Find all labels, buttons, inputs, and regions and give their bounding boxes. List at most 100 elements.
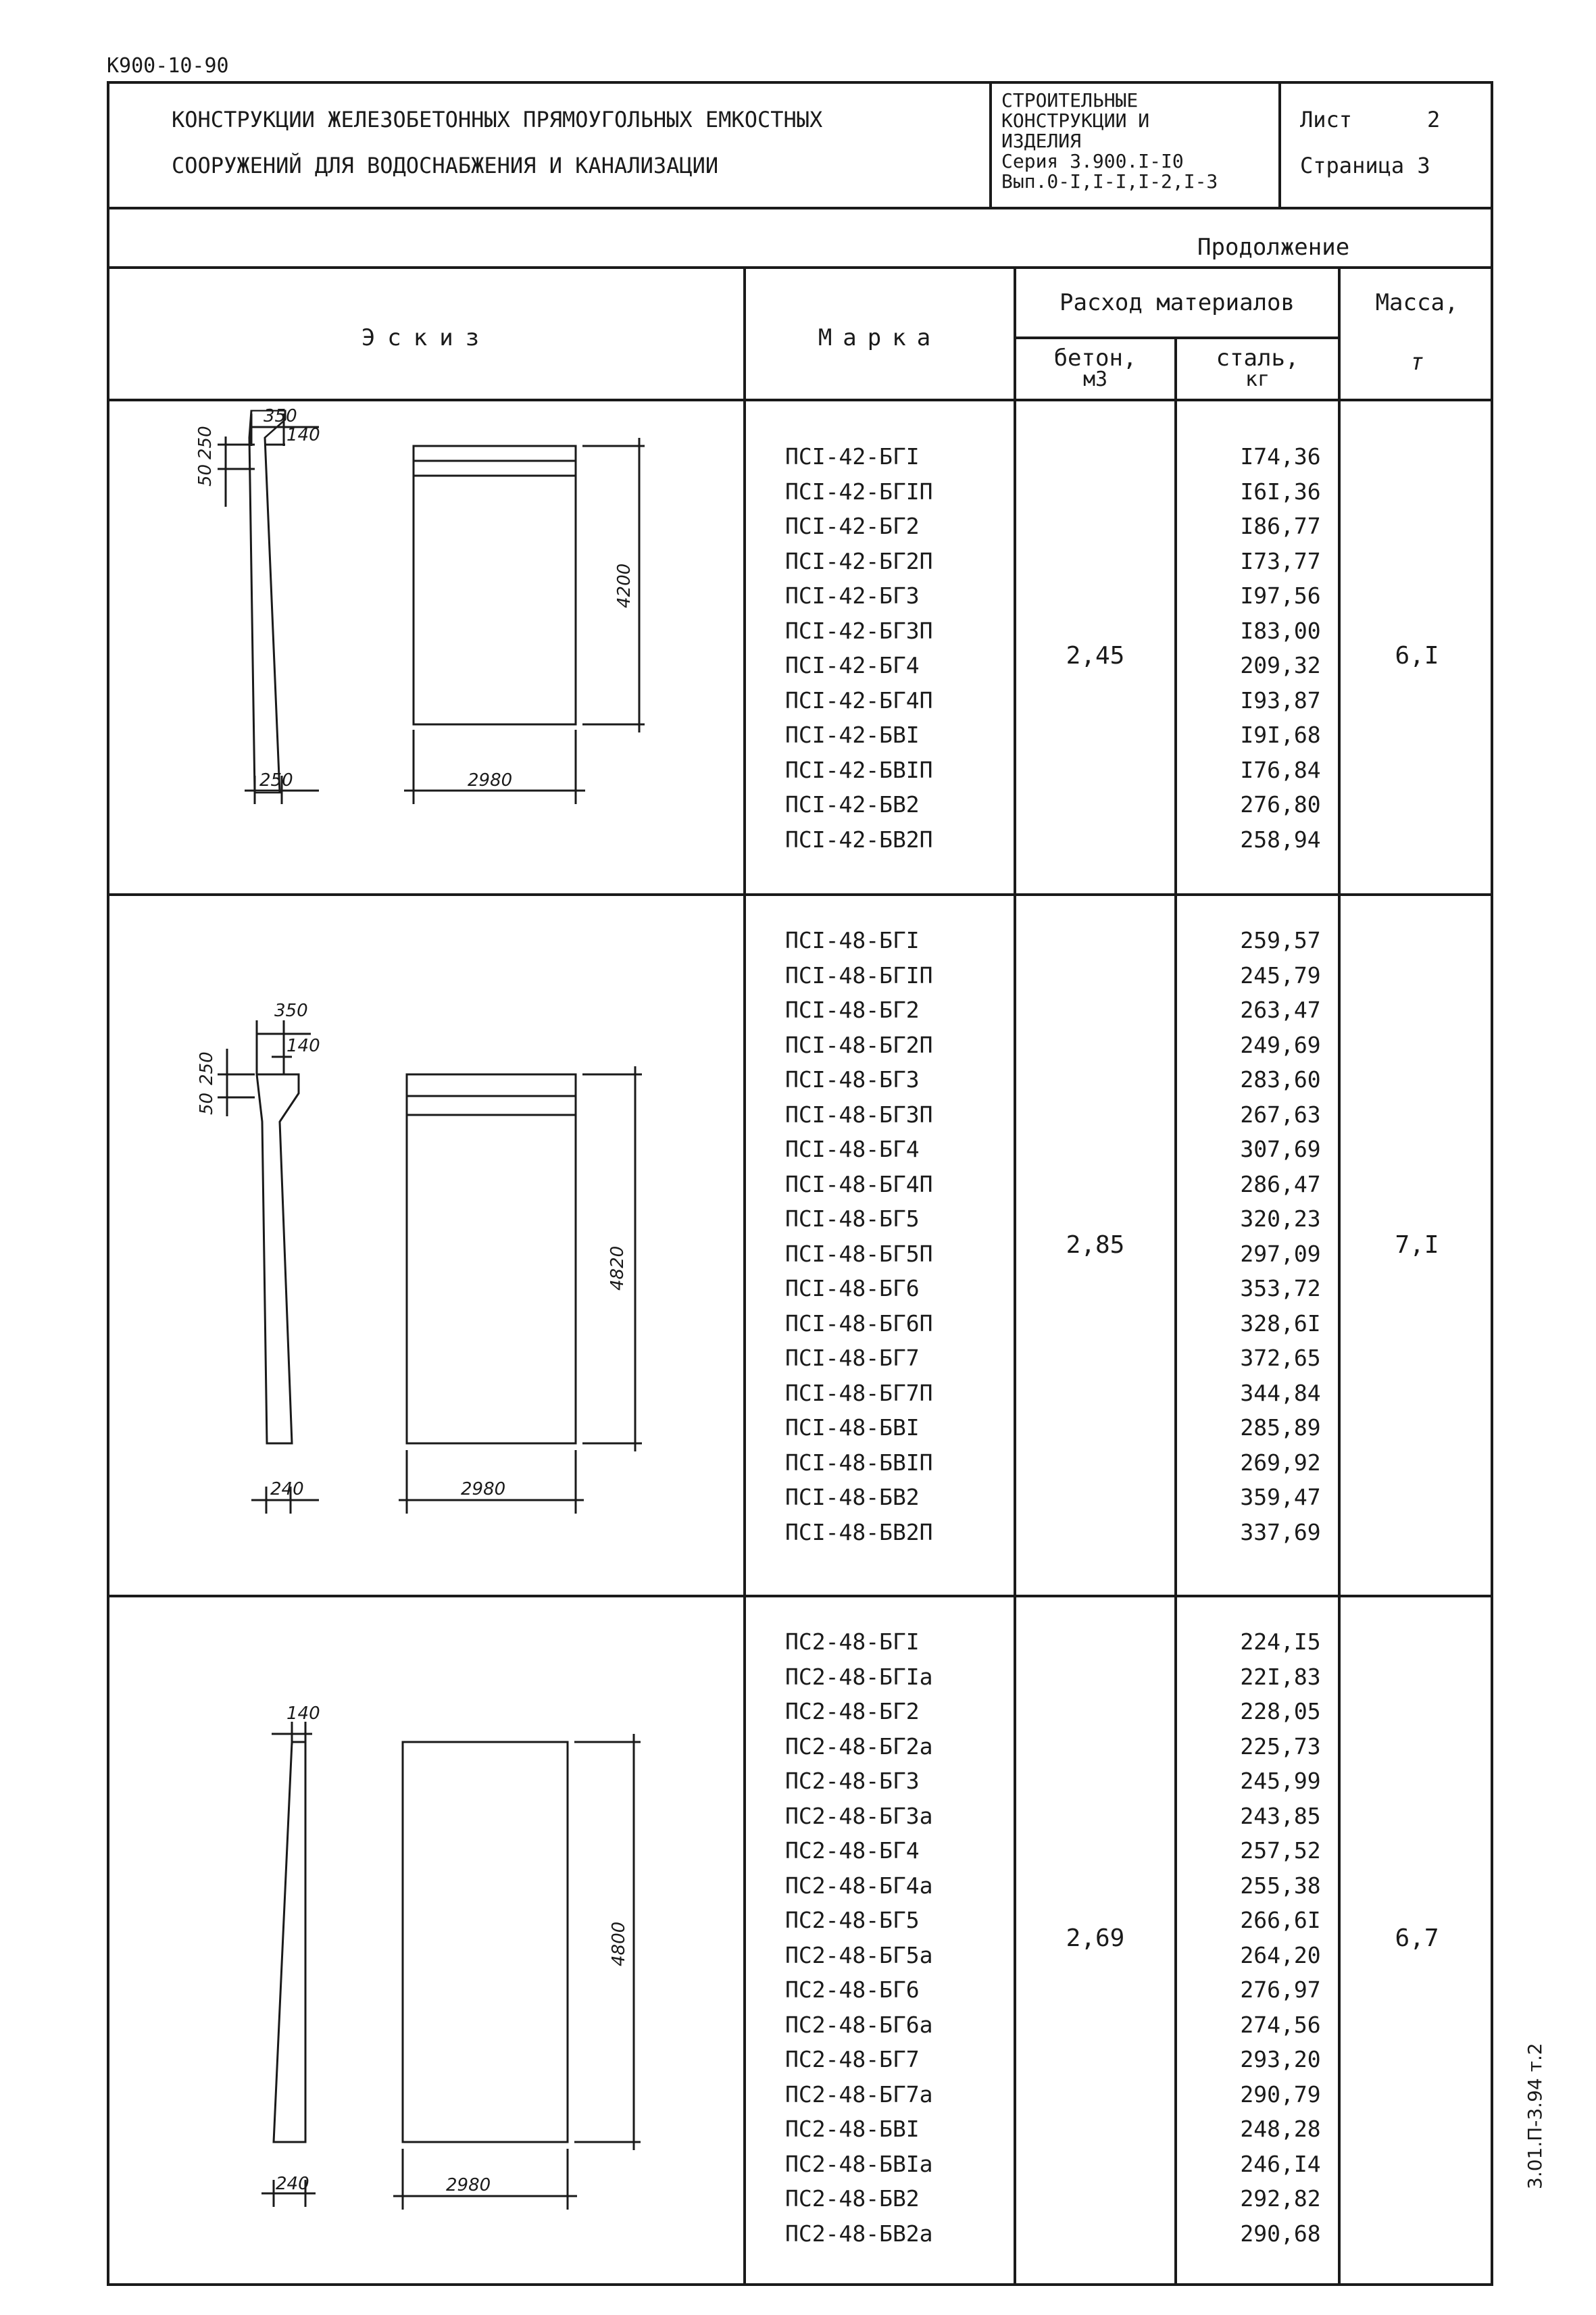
- steel-cell: 255,38: [1240, 1872, 1321, 1899]
- concrete-value: 2,85: [1066, 1231, 1125, 1259]
- mark-cell: ПСI-48-БГ3П: [785, 1101, 933, 1128]
- panel-sketch: 350 140 250 50 4200 250 2980: [195, 406, 645, 804]
- concrete-unit: м3: [1082, 368, 1108, 391]
- mark-cell: ПСI-48-БГ6П: [785, 1310, 933, 1337]
- steel-cell: 209,32: [1240, 652, 1321, 678]
- steel-list: I74,36 I6I,36 I86,77 I73,77 I97,56 I83,0…: [1203, 439, 1358, 857]
- mass-unit: т: [1410, 349, 1424, 376]
- mark-cell: ПСI-48-БГ2: [785, 997, 920, 1023]
- mark-cell: ПС2-48-БГ2: [785, 1698, 920, 1724]
- title-line-1: КОНСТРУКЦИИ ЖЕЛЕЗОБЕТОННЫХ ПРЯМОУГОЛЬНЫХ…: [172, 107, 823, 132]
- sketch-dimension: 350: [274, 1001, 308, 1021]
- mark-cell: ПСI-48-БВ2П: [785, 1518, 933, 1545]
- mass-value: 7,I: [1395, 1231, 1439, 1259]
- panel-section-drawing: [248, 409, 286, 794]
- header-rule: [109, 399, 1493, 401]
- steel-cell: 290,79: [1240, 2081, 1321, 2108]
- mark-cell: ПСI-42-БВ2: [785, 791, 920, 818]
- steel-list: 259,57 245,79 263,47 249,69 283,60 267,6…: [1203, 923, 1358, 1549]
- series-line: Серия 3.900.I-I0: [1001, 150, 1184, 172]
- steel-cell: 243,85: [1240, 1802, 1321, 1829]
- panel-elevation-drawing: [412, 445, 577, 726]
- concrete-value: 2,45: [1066, 642, 1125, 670]
- group-rule: [109, 1595, 1493, 1597]
- sketch-dimension: 4820: [607, 1246, 628, 1291]
- mark-cell: ПС2-48-БВ2: [785, 2185, 920, 2212]
- steel-cell: I76,84: [1240, 756, 1321, 783]
- steel-cell: I83,00: [1240, 617, 1321, 644]
- steel-cell: 274,56: [1240, 2011, 1321, 2038]
- mark-cell: ПС2-48-БВ2а: [785, 2220, 933, 2247]
- mark-cell: ПСI-42-БГ4П: [785, 687, 933, 714]
- sketch-column-header: Эскиз: [361, 324, 492, 351]
- panel-sketch: 140 4800 240 2980: [261, 1703, 641, 2210]
- mark-cell: ПС2-48-БГ3: [785, 1768, 920, 1794]
- series-line: ИЗДЕЛИЯ: [1001, 130, 1082, 152]
- steel-cell: 263,47: [1240, 997, 1321, 1023]
- side-document-code: 3.01.П-3.94 т.2: [1524, 2043, 1546, 2189]
- steel-cell: 328,6I: [1240, 1310, 1321, 1337]
- steel-cell: 245,99: [1240, 1768, 1321, 1794]
- column-rule: [1014, 268, 1016, 2283]
- panel-section-drawing: [255, 1073, 300, 1445]
- mass-column-header: Масса,: [1375, 289, 1459, 316]
- sketch-dimension: 250: [195, 426, 216, 459]
- mark-cell: ПСI-48-БГ6: [785, 1275, 920, 1301]
- mass-value: 6,7: [1395, 1924, 1439, 1952]
- steel-unit: кг: [1245, 368, 1270, 391]
- sketch-dimension: 140: [286, 425, 320, 445]
- mark-cell: ПСI-42-БГ3П: [785, 617, 933, 644]
- steel-cell: 228,05: [1240, 1698, 1321, 1724]
- title-divider: [989, 84, 992, 207]
- column-rule: [1338, 268, 1341, 2283]
- column-rule: [1174, 338, 1177, 2283]
- sketch-dimension: 4200: [614, 564, 634, 608]
- mark-cell: ПСI-42-БВIП: [785, 756, 933, 783]
- steel-cell: 359,47: [1240, 1484, 1321, 1510]
- steel-cell: 249,69: [1240, 1031, 1321, 1058]
- steel-cell: I97,56: [1240, 582, 1321, 609]
- sketch-dimension: 140: [286, 1703, 320, 1724]
- mark-cell: ПСI-48-БГ4П: [785, 1170, 933, 1197]
- sketch-dimension: 350: [264, 406, 297, 426]
- column-rule: [743, 268, 746, 2283]
- page-label: Страница 3: [1300, 153, 1430, 178]
- mark-cell: ПС2-48-БГ4: [785, 1837, 920, 1864]
- steel-cell: I6I,36: [1240, 478, 1321, 505]
- concrete-value: 2,69: [1066, 1924, 1125, 1952]
- mark-cell: ПСI-48-БГ5: [785, 1205, 920, 1232]
- sketch-dimension: 240: [276, 2174, 309, 2194]
- steel-cell: 259,57: [1240, 927, 1321, 953]
- steel-cell: 22I,83: [1240, 1663, 1321, 1690]
- panel-elevation-drawing: [401, 1741, 569, 2143]
- mass-value: 6,I: [1395, 642, 1439, 670]
- steel-cell: 292,82: [1240, 2185, 1321, 2212]
- mark-cell: ПС2-48-БВIа: [785, 2150, 933, 2177]
- mark-cell: ПСI-48-БГ4: [785, 1136, 920, 1162]
- mark-cell: ПСI-42-БВ2П: [785, 826, 933, 853]
- mark-column-header: Марка: [818, 324, 942, 351]
- steel-cell: 344,84: [1240, 1379, 1321, 1406]
- mark-cell: ПС2-48-БГ7а: [785, 2081, 933, 2108]
- steel-cell: 293,20: [1240, 2046, 1321, 2072]
- sketch-dimension: 2980: [446, 2175, 491, 2195]
- sheet-label: Лист: [1300, 107, 1353, 132]
- series-line: СТРОИТЕЛЬНЫЕ: [1001, 89, 1139, 111]
- steel-cell: I9I,68: [1240, 722, 1321, 748]
- mark-cell: ПСI-42-БГ2П: [785, 547, 933, 574]
- steel-cell: 264,20: [1240, 1941, 1321, 1968]
- sketch-dimension: 250: [197, 1051, 217, 1085]
- title-block: КОНСТРУКЦИИ ЖЕЛЕЗОБЕТОННЫХ ПРЯМОУГОЛЬНЫХ…: [107, 81, 1493, 209]
- mark-cell: ПС2-48-БГ6а: [785, 2011, 933, 2038]
- sheet-number: 2: [1427, 107, 1441, 132]
- mark-cell: ПСI-48-БГI: [785, 927, 920, 953]
- sketch-dimension: 240: [270, 1479, 304, 1499]
- materials-column-header: Расход материалов: [1059, 289, 1295, 316]
- steel-cell: I74,36: [1240, 443, 1321, 470]
- steel-cell: 283,60: [1240, 1066, 1321, 1093]
- series-line: КОНСТРУКЦИИ И: [1001, 109, 1150, 132]
- mark-cell: ПСI-48-БГ3: [785, 1066, 920, 1093]
- steel-cell: 267,63: [1240, 1101, 1321, 1128]
- steel-cell: 353,72: [1240, 1275, 1321, 1301]
- mark-cell: ПСI-42-БГ3: [785, 582, 920, 609]
